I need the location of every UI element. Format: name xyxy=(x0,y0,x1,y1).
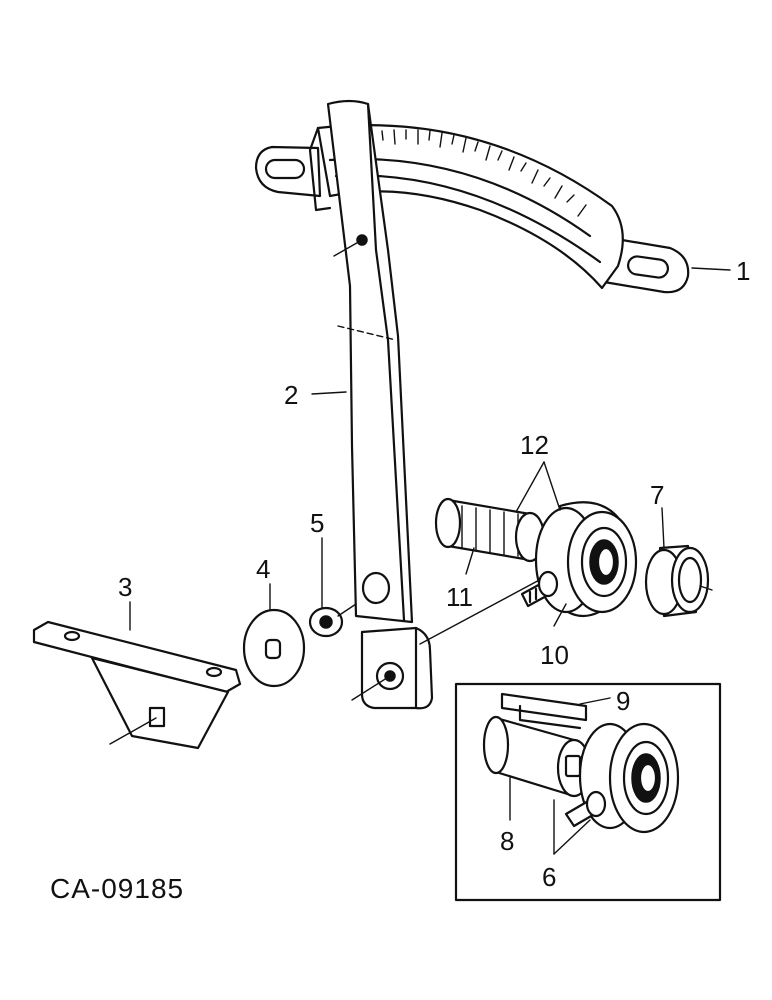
scale-ticks xyxy=(369,129,587,217)
figure-code: CA-09185 xyxy=(50,873,184,904)
callout-7: 7 xyxy=(650,480,664,510)
sleeve xyxy=(644,544,713,618)
quadrant-scale xyxy=(254,124,690,294)
callout-5: 5 xyxy=(310,508,324,538)
callout-2: 2 xyxy=(284,380,298,410)
callout-4: 4 xyxy=(256,554,270,584)
callout-11: 11 xyxy=(446,582,473,612)
callout-1: 1 xyxy=(736,256,750,286)
callout-8: 8 xyxy=(500,826,514,856)
callout-12: 12 xyxy=(520,430,549,460)
callout-9: 9 xyxy=(616,686,630,716)
callout-3: 3 xyxy=(118,572,132,602)
leader-lines xyxy=(129,267,731,855)
callout-10: 10 xyxy=(540,640,569,670)
mounting-bracket xyxy=(32,620,242,750)
nut xyxy=(308,603,357,638)
lever-arm xyxy=(326,99,559,710)
inset-detail xyxy=(454,682,722,902)
bearing-collar xyxy=(520,501,638,618)
callout-6: 6 xyxy=(542,862,556,892)
washer xyxy=(242,608,306,688)
roller xyxy=(434,497,546,563)
